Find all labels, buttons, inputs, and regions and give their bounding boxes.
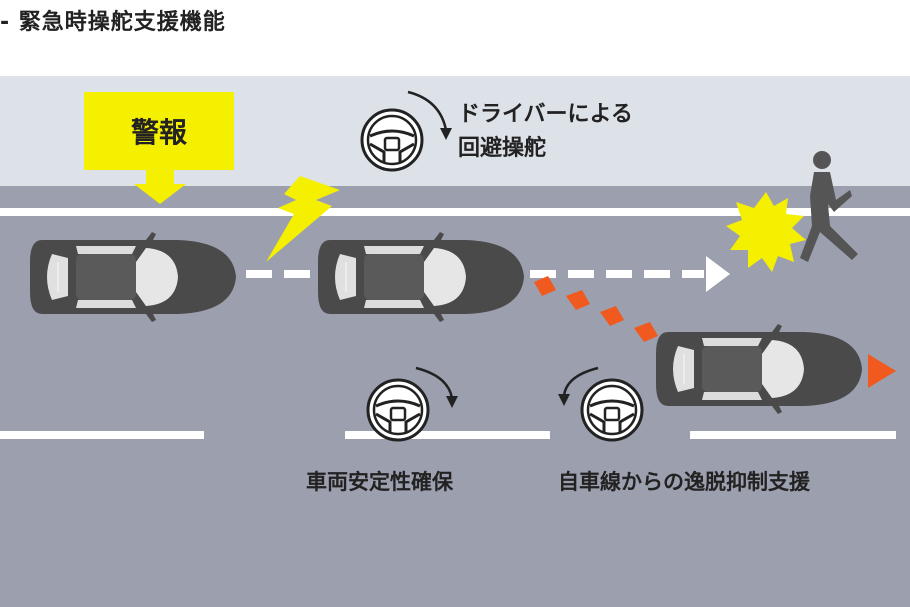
car-middle xyxy=(317,231,525,323)
rotate-arrow-icon xyxy=(407,90,448,131)
driver-steer-line1: ドライバーによる xyxy=(458,102,633,127)
steering-wheel-icon xyxy=(366,378,430,442)
car-rear xyxy=(29,231,237,323)
lane-dash xyxy=(0,431,204,439)
lane-dash xyxy=(345,431,550,439)
vehicle-stability-label: 車両安定性確保 xyxy=(306,470,453,494)
page-title: - 緊急時操舵支援機能 xyxy=(0,10,226,35)
lane-dash xyxy=(690,431,896,439)
avoidance-path xyxy=(534,276,896,388)
car-avoiding xyxy=(655,323,863,415)
rotate-arrow-icon xyxy=(562,366,599,397)
warning-label: 警報 xyxy=(130,116,187,149)
forward-path-arrow xyxy=(246,256,730,292)
rotate-arrow-icon xyxy=(415,366,454,399)
steering-wheel-icon xyxy=(360,108,424,172)
impact-burst-icon xyxy=(726,192,806,272)
warning-callout xyxy=(84,92,234,204)
driver-steer-label: ドライバーによる 回避操舵 xyxy=(458,98,633,166)
pedestrian-icon xyxy=(800,151,858,262)
lightning-icon xyxy=(266,176,340,262)
lane-departure-label: 自車線からの逸脱抑制支援 xyxy=(558,470,810,494)
driver-steer-line2: 回避操舵 xyxy=(458,136,547,161)
edge-line xyxy=(0,208,910,216)
steering-wheel-icon xyxy=(580,378,644,442)
